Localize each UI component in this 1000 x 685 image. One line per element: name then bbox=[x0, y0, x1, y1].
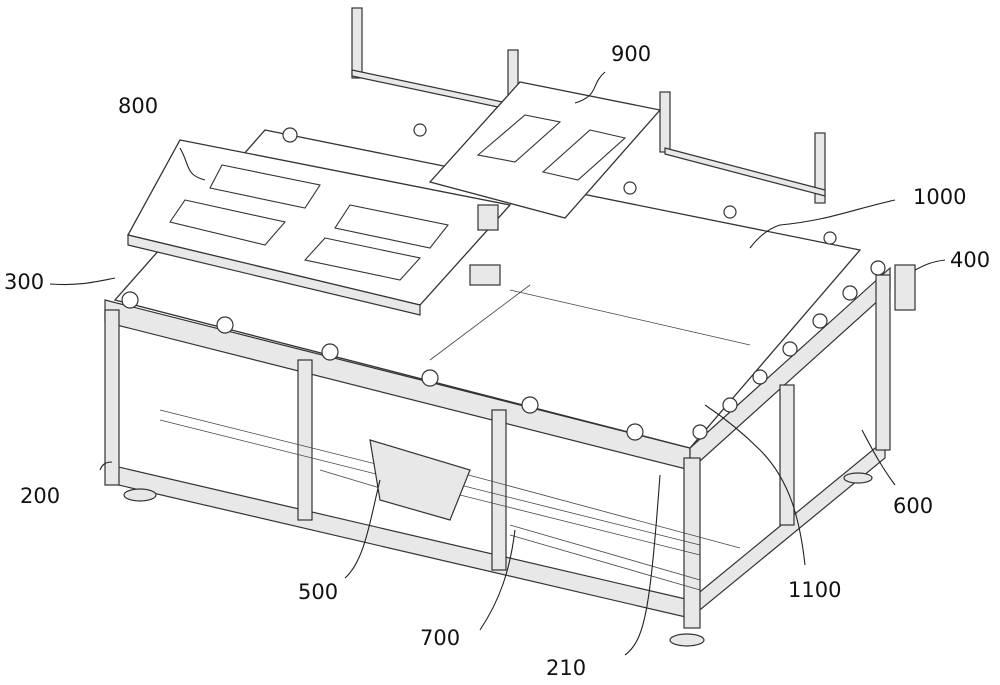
label-1100: 1100 bbox=[788, 578, 842, 602]
plate-900 bbox=[428, 81, 662, 219]
label-500: 500 bbox=[298, 580, 339, 604]
label-800: 800 bbox=[118, 94, 159, 118]
rear-gantry bbox=[351, 7, 826, 204]
label-900: 900 bbox=[611, 42, 652, 66]
label-210: 210 bbox=[546, 656, 587, 680]
label-300: 300 bbox=[4, 270, 45, 294]
rollers bbox=[121, 123, 886, 441]
label-1000: 1000 bbox=[913, 185, 967, 209]
label-200: 200 bbox=[20, 484, 61, 508]
cable-chain bbox=[319, 439, 701, 591]
label-700: 700 bbox=[420, 626, 461, 650]
label-400: 400 bbox=[950, 248, 991, 272]
plate-800 bbox=[127, 139, 512, 316]
frame bbox=[104, 266, 891, 647]
motor-400 bbox=[894, 264, 916, 311]
leader-lines bbox=[49, 71, 946, 656]
label-600: 600 bbox=[893, 494, 934, 518]
